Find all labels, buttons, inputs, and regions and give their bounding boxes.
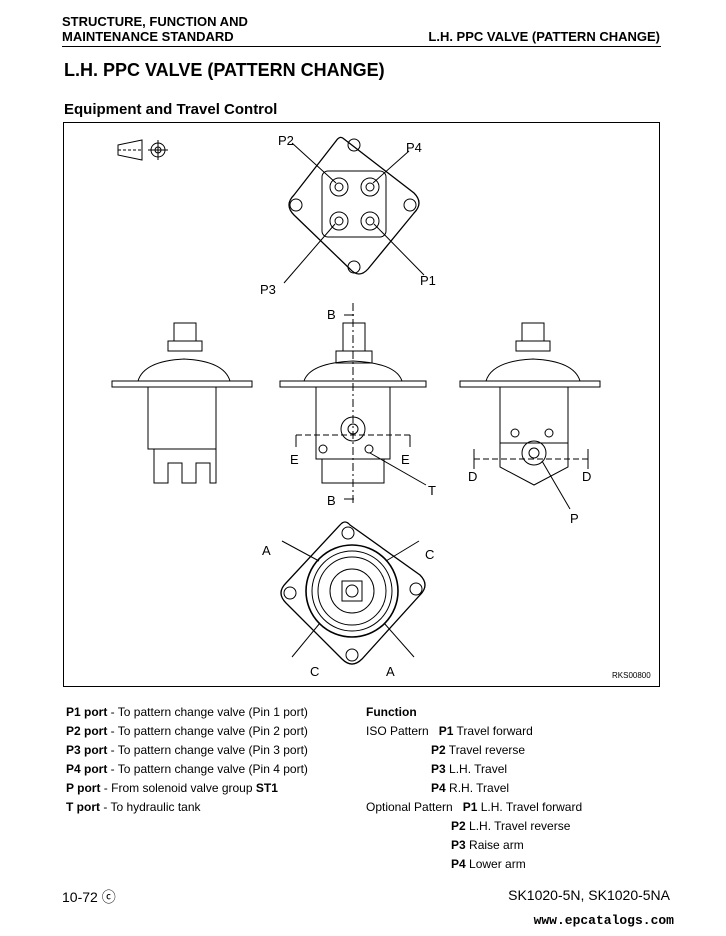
label-d-right: D bbox=[582, 469, 591, 484]
label-p4: P4 bbox=[406, 140, 422, 155]
optional-pattern-row: Optional Pattern P1 L.H. Travel forward bbox=[366, 800, 583, 814]
label-p2: P2 bbox=[278, 133, 294, 148]
header-line-2: MAINTENANCE STANDARD bbox=[62, 29, 234, 44]
page-title: L.H. PPC VALVE (PATTERN CHANGE) bbox=[64, 60, 385, 80]
port-item: P2 port - To pattern change valve (Pin 2… bbox=[66, 724, 308, 738]
optional-pattern-row: P3 Raise arm bbox=[451, 838, 524, 852]
label-p1: P1 bbox=[420, 273, 436, 288]
label-b-bottom: B bbox=[327, 493, 336, 508]
label-t: T bbox=[428, 483, 436, 498]
valve-drawing-figure: P2 P4 P3 P1 bbox=[63, 122, 660, 687]
port-item: P port - From solenoid valve group ST1 bbox=[66, 781, 278, 795]
projection-symbol bbox=[117, 139, 168, 161]
label-c-bottom: C bbox=[310, 664, 319, 679]
header-section-title: STRUCTURE, FUNCTION AND MAINTENANCE STAN… bbox=[62, 14, 248, 44]
port-item: T port - To hydraulic tank bbox=[66, 800, 201, 814]
optional-pattern-row: P2 L.H. Travel reverse bbox=[451, 819, 571, 833]
port-list: P1 port - To pattern change valve (Pin 1… bbox=[66, 703, 308, 817]
label-a-top: A bbox=[262, 543, 271, 558]
iso-pattern-row: ISO Pattern P1 Travel forward bbox=[366, 724, 533, 738]
port-item: P3 port - To pattern change valve (Pin 3… bbox=[66, 743, 308, 757]
bottom-view bbox=[280, 521, 426, 665]
label-e-left: E bbox=[290, 452, 299, 467]
optional-pattern-row: P4 Lower arm bbox=[451, 857, 526, 871]
header-divider bbox=[62, 46, 661, 47]
watermark-link[interactable]: www.epcatalogs.com bbox=[533, 913, 674, 928]
port-item: P1 port - To pattern change valve (Pin 1… bbox=[66, 705, 308, 719]
port-item: P4 port - To pattern change valve (Pin 4… bbox=[66, 762, 308, 776]
page-number: 10-72 ⓒ bbox=[62, 889, 116, 905]
iso-pattern-row: P3 L.H. Travel bbox=[431, 762, 508, 776]
header-line-1: STRUCTURE, FUNCTION AND bbox=[62, 14, 248, 29]
figure-code: RKS00800 bbox=[612, 671, 651, 680]
iso-pattern-row: P2 Travel reverse bbox=[431, 743, 526, 757]
function-list: Function ISO Pattern P1 Travel forward P… bbox=[366, 703, 582, 874]
header-page-topic: L.H. PPC VALVE (PATTERN CHANGE) bbox=[428, 29, 660, 44]
right-side-view bbox=[459, 322, 601, 510]
label-a-bottom: A bbox=[386, 664, 395, 679]
label-p3: P3 bbox=[260, 282, 276, 297]
center-section-view bbox=[279, 303, 427, 505]
model-names: SK1020-5N, SK1020-5NA bbox=[508, 887, 670, 903]
label-e-right: E bbox=[401, 452, 410, 467]
label-p: P bbox=[570, 511, 579, 526]
valve-drawing-svg: P2 P4 P3 P1 bbox=[111, 133, 651, 680]
section-subtitle: Equipment and Travel Control bbox=[64, 101, 278, 118]
left-side-view bbox=[111, 322, 253, 484]
port-face-view bbox=[283, 136, 425, 284]
label-b-top: B bbox=[327, 307, 336, 322]
label-d-left: D bbox=[468, 469, 477, 484]
iso-pattern-row: P4 R.H. Travel bbox=[431, 781, 510, 795]
label-c-top: C bbox=[425, 547, 434, 562]
function-heading: Function bbox=[366, 705, 417, 719]
